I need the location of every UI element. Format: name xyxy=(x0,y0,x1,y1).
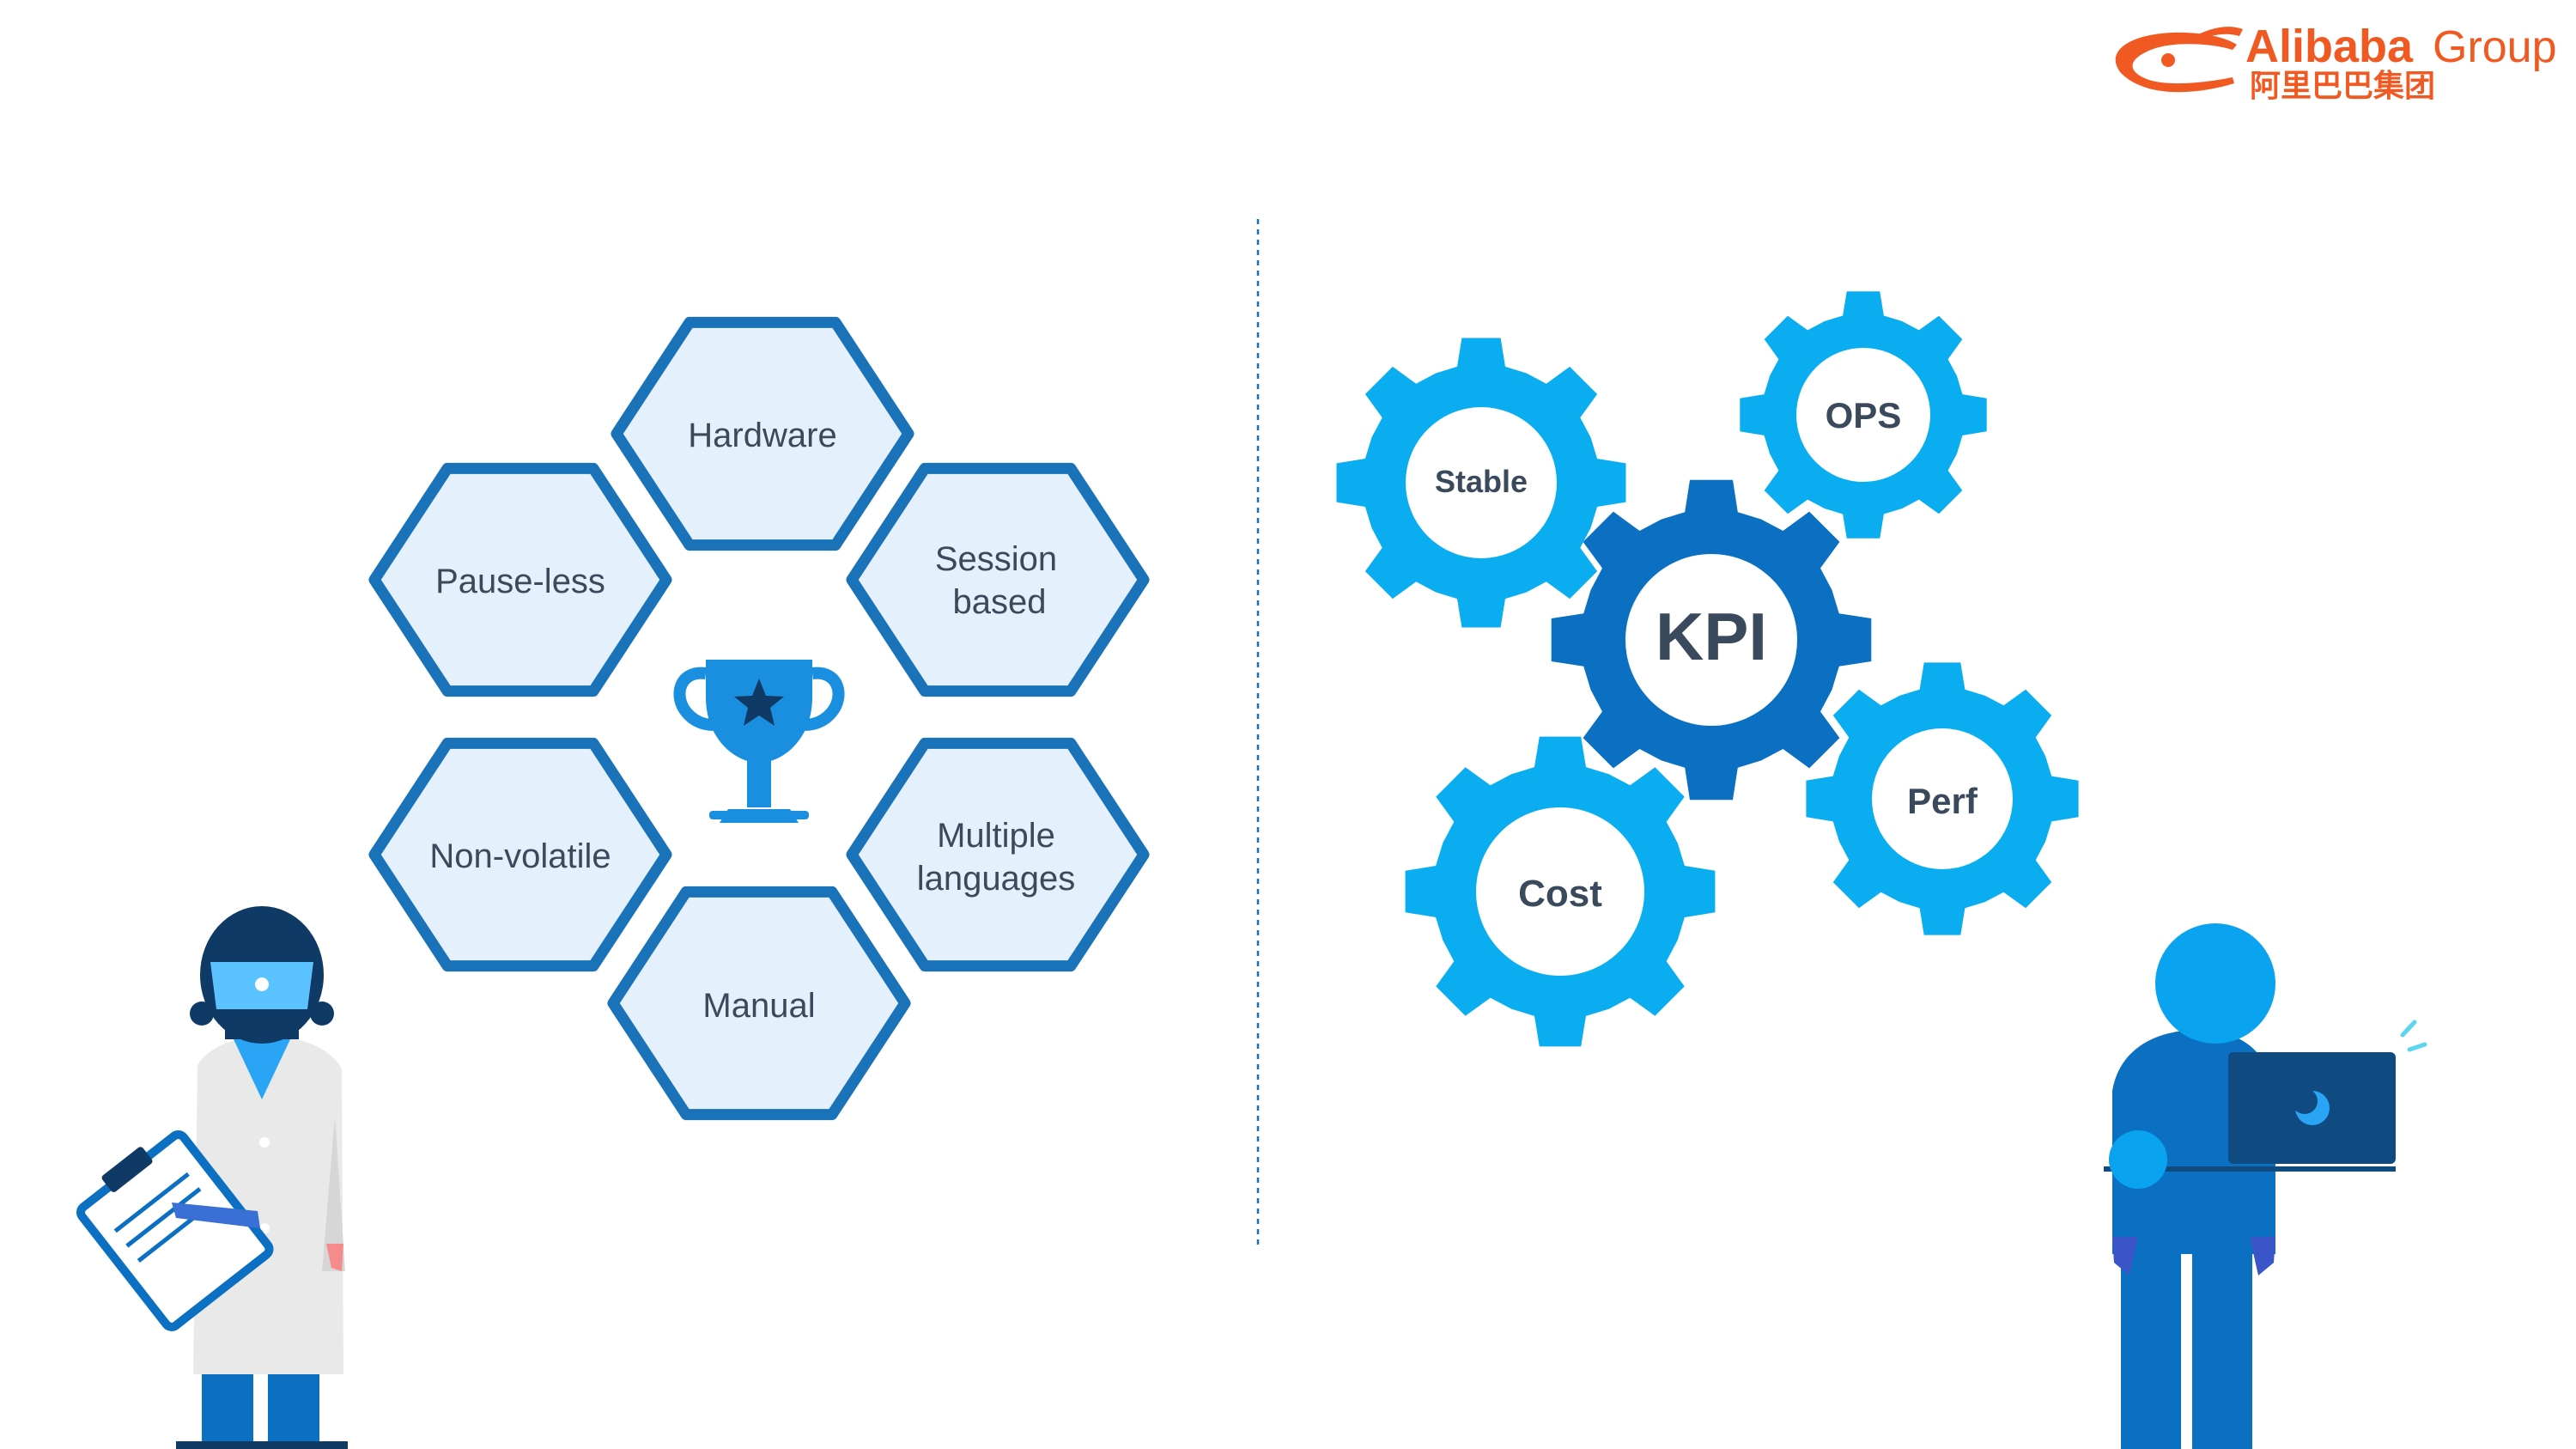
gear-cost xyxy=(1405,736,1716,1047)
gear-label-stable: Stable xyxy=(1435,464,1528,499)
hex-label-languages: languages xyxy=(917,860,1076,898)
hex-label-multiple: Multiple xyxy=(937,817,1055,855)
hexagon-multiple xyxy=(846,737,1150,972)
hexagon-hardware xyxy=(611,316,914,551)
gear-label-kpi: KPI xyxy=(1656,599,1767,674)
hex-label-manual: Manual xyxy=(702,987,815,1025)
logo-brand-cn: 阿里巴巴集团 xyxy=(2250,69,2435,104)
hexagon-cluster xyxy=(368,316,1150,1121)
trophy-icon xyxy=(673,660,845,823)
hex-label-session: Session xyxy=(935,540,1057,578)
gear-label-perf: Perf xyxy=(1907,781,1978,821)
gear-label-ops: OPS xyxy=(1826,395,1902,435)
gear-label-cost: Cost xyxy=(1518,873,1602,915)
gear-stable xyxy=(1336,338,1626,628)
laptop-person-figure xyxy=(2104,923,2427,1449)
gear-cost-center xyxy=(1476,807,1644,976)
gear-perf-center xyxy=(1872,728,2013,869)
alibaba-group-logo: Alibaba Group 阿里巴巴集团 xyxy=(2115,21,2557,104)
gear-kpi-center xyxy=(1625,554,1797,726)
gear-stable-center xyxy=(1406,407,1557,558)
hex-label-pause-less: Pause-less xyxy=(435,563,605,600)
hex-label-non-volatile: Non-volatile xyxy=(429,837,611,875)
alibaba-smile-icon xyxy=(2115,27,2243,93)
hex-label-hardware: Hardware xyxy=(688,417,836,454)
hexagon-session xyxy=(846,462,1150,697)
logo-brand-bold: Alibaba xyxy=(2245,21,2414,72)
gear-ops xyxy=(1740,291,1987,539)
logo-brand-light: Group xyxy=(2433,22,2557,72)
hexagon-non-volatile xyxy=(368,737,672,972)
scientist-figure xyxy=(76,906,348,1449)
hexagon-manual xyxy=(607,886,911,1121)
gear-kpi xyxy=(1551,479,1872,801)
gear-ops-center xyxy=(1796,348,1930,482)
hexagon-pause-less xyxy=(368,462,672,697)
gear-perf xyxy=(1806,662,2079,935)
gear-cluster xyxy=(1336,291,2079,1047)
hex-label-based: based xyxy=(953,583,1047,621)
